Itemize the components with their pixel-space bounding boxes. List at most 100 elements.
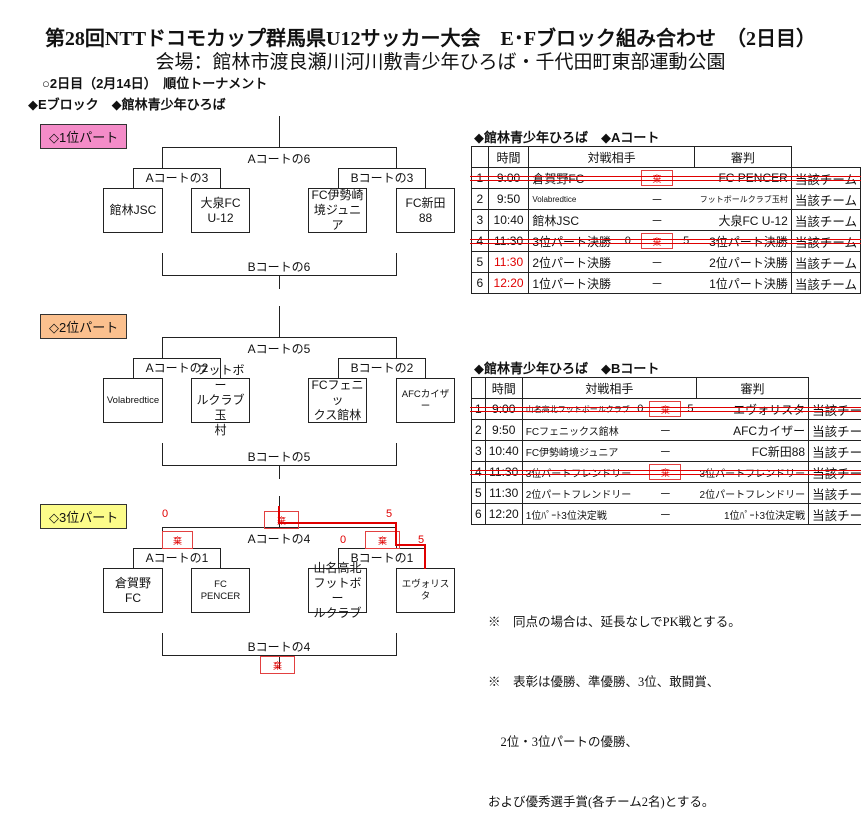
- match-number: 3: [472, 441, 486, 462]
- team1-cell: 山名高北フットボールクラブ: [522, 399, 634, 420]
- bracket-line: [279, 275, 280, 289]
- team2-cell: 3位パートフレンドリー: [697, 462, 809, 483]
- team1-cell: 倉賀野FC: [529, 168, 620, 189]
- score-top-right: 5: [386, 508, 392, 520]
- block-heading: ◆Eブロック ◆館林青少年ひろば: [28, 94, 226, 113]
- match-time: 9:00: [488, 168, 529, 189]
- note-line: ※ 同点の場合は、延長なしでPK戦とする。: [488, 612, 741, 632]
- referee-cell: 当該チーム: [791, 231, 860, 252]
- score2-cell: [680, 189, 694, 210]
- score1-cell: 0: [634, 399, 646, 420]
- bracket-line: [279, 116, 280, 147]
- match-number: 4: [472, 462, 486, 483]
- vs-cell: －: [634, 210, 680, 231]
- team2-cell: 3位パート決勝: [694, 231, 791, 252]
- team-box: FC新田 88: [396, 188, 455, 233]
- team-box: FC PENCER: [191, 568, 250, 613]
- team-box: Volabredtice: [103, 378, 163, 423]
- bracket-line: [396, 147, 397, 168]
- vs-dash: －: [651, 193, 663, 207]
- strike-line: [470, 239, 861, 240]
- match-time: 12:20: [488, 273, 529, 294]
- match-number: 2: [472, 189, 489, 210]
- referee-cell: 当該チーム: [791, 210, 860, 231]
- score2-cell: [684, 420, 696, 441]
- left-match-label: Aコートの1: [137, 549, 217, 566]
- bracket-line: [396, 443, 397, 465]
- score2-cell: [680, 168, 694, 189]
- part-label: ◇2位パート: [40, 314, 127, 339]
- bottom-match-label: Bコートの5: [229, 448, 329, 465]
- bracket-line: [162, 443, 163, 465]
- vs-cell: －: [634, 252, 680, 273]
- right-match-label: Bコートの3: [342, 169, 422, 186]
- vs-cell: －: [646, 483, 684, 504]
- bottom-match-label: Bコートの6: [229, 258, 329, 275]
- score1-cell: [619, 189, 633, 210]
- score1-cell: [619, 210, 633, 231]
- team1-cell: 館林JSC: [529, 210, 620, 231]
- schedule-heading: ◆館林青少年ひろば ◆Aコート: [474, 127, 659, 146]
- team-box: FC伊勢崎 境ジュニア: [308, 188, 367, 233]
- team2-cell: 2位パートフレンドリー: [697, 483, 809, 504]
- column-header: 対戦相手: [522, 378, 696, 399]
- top-match-label: Aコートの5: [229, 340, 329, 357]
- bottom-match-label: Bコートの4: [229, 638, 329, 655]
- strike-line: [470, 470, 861, 471]
- score2-cell: [684, 483, 696, 504]
- team1-cell: 2位パートフレンドリー: [522, 483, 634, 504]
- schedule-table: 時間対戦相手審判19:00山名高北フットボールクラブ0棄5エヴォリスタ当該チーム…: [471, 377, 861, 525]
- referee-cell: 当該チーム: [791, 189, 860, 210]
- note-line: ※ 表彰は優勝、準優勝、3位、敢闘賞、: [488, 672, 741, 692]
- team2-cell: 大泉FC U-12: [694, 210, 791, 231]
- forfeit-stamp: 棄: [162, 531, 193, 549]
- team1-cell: 1位パート決勝: [529, 273, 620, 294]
- match-time: 9:00: [485, 399, 522, 420]
- bracket-line: [133, 548, 134, 568]
- score1-cell: 0: [619, 231, 633, 252]
- team1-cell: Volabredtice: [529, 189, 620, 210]
- note-line: 2位・3位パートの優勝、: [488, 732, 741, 752]
- referee-cell: 当該チーム: [809, 483, 861, 504]
- bracket-line: [162, 147, 163, 168]
- team2-cell: フットボールクラブ玉村: [694, 189, 791, 210]
- score1-cell: [619, 273, 633, 294]
- score-right-left: 0: [340, 534, 346, 546]
- bracket-line: [396, 253, 397, 275]
- match-number: 4: [472, 231, 489, 252]
- column-header: 対戦相手: [529, 147, 695, 168]
- vs-cell: 棄: [634, 168, 680, 189]
- vs-dash: －: [651, 256, 663, 270]
- score1-cell: [619, 252, 633, 273]
- note-line: および優秀選手賞(各チーム2名)とする。: [488, 792, 741, 812]
- team2-cell: 2位パート決勝: [694, 252, 791, 273]
- team-box: FCフェニッ クス館林: [308, 378, 367, 423]
- team1-cell: FCフェニックス館林: [522, 420, 634, 441]
- bracket-line: [396, 633, 397, 655]
- match-time: 9:50: [485, 420, 522, 441]
- strike-line: [470, 243, 861, 244]
- score1-cell: [634, 420, 646, 441]
- top-match-label: Aコートの6: [229, 150, 329, 167]
- bracket-line: [162, 147, 397, 148]
- score1-cell: [634, 483, 646, 504]
- match-number: 5: [472, 252, 489, 273]
- team1-cell: 2位パート決勝: [529, 252, 620, 273]
- team2-cell: 1位ﾊﾟｰﾄ3位決定戦: [697, 504, 809, 525]
- bracket-line: [396, 337, 397, 358]
- match-number: 6: [472, 504, 486, 525]
- referee-cell: 当該チーム: [791, 273, 860, 294]
- bracket-line: [162, 337, 163, 358]
- match-time: 11:30: [485, 483, 522, 504]
- team1-cell: 3位パートフレンドリー: [522, 462, 634, 483]
- vs-cell: －: [646, 504, 684, 525]
- vs-cell: 棄: [634, 231, 680, 252]
- vs-cell: 棄: [646, 462, 684, 483]
- bracket-line: [338, 358, 339, 378]
